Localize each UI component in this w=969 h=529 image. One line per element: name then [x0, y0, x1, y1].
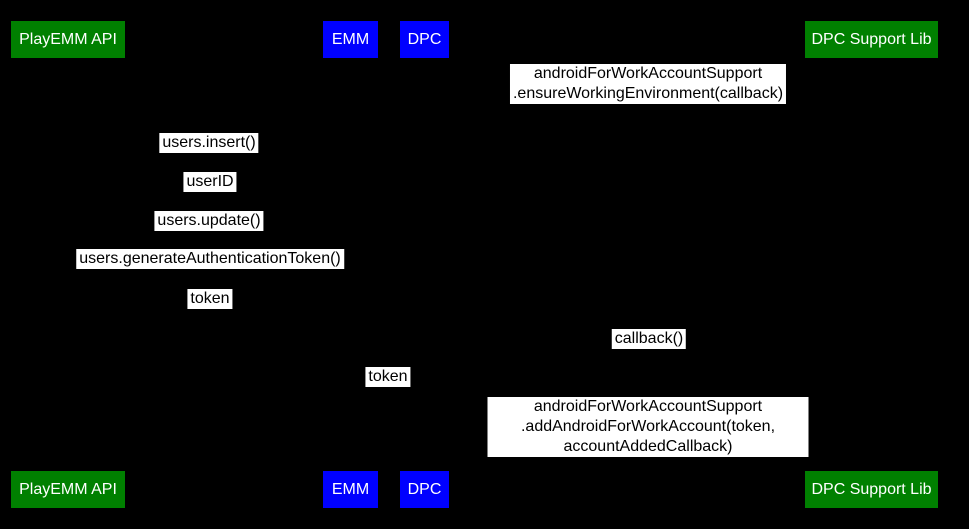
actor-playemm-api-top: PlayEMM API	[11, 21, 125, 58]
message-token-to-emm: token	[187, 289, 233, 309]
actor-dpc-support-lib-top: DPC Support Lib	[805, 21, 938, 58]
message-user-id: userID	[183, 172, 237, 192]
actor-emm-top: EMM	[323, 21, 378, 58]
message-generate-authentication-token: users.generateAuthenticationToken()	[76, 249, 344, 269]
message-add-android-for-work-account: androidForWorkAccountSupport .addAndroid…	[487, 397, 809, 457]
actor-emm-bottom: EMM	[323, 471, 378, 508]
actor-dpc-support-lib-bottom: DPC Support Lib	[805, 471, 938, 508]
message-callback: callback()	[611, 329, 687, 349]
message-users-insert: users.insert()	[159, 133, 259, 153]
actor-dpc-top: DPC	[400, 21, 449, 58]
message-ensure-working-environment: androidForWorkAccountSupport .ensureWork…	[509, 64, 787, 104]
message-users-update: users.update()	[154, 211, 264, 231]
actor-dpc-bottom: DPC	[400, 471, 449, 508]
actor-playemm-api-bottom: PlayEMM API	[11, 471, 125, 508]
message-token-to-dpc: token	[365, 367, 411, 387]
